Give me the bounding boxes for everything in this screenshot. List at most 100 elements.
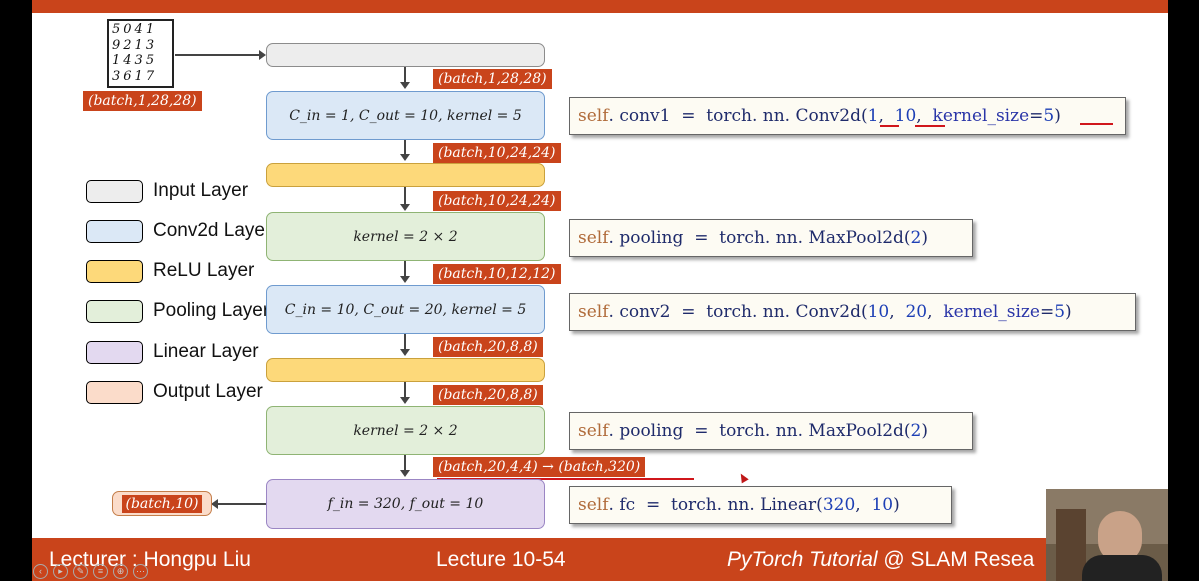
shape-tag: (batch,1,28,28) [433,69,552,89]
legend-label-linear: Linear Layer [153,341,259,362]
play-icon[interactable]: ▸ [53,564,68,579]
shape-tag: (batch,20,8,8) [433,385,543,405]
arrow-line [404,187,406,204]
relu2-layer [266,358,545,382]
input-layer [266,43,545,67]
legend-swatch-conv2d [86,220,143,243]
arrow-down-icon [400,470,410,477]
input-shape-tag: (batch,1,28,28) [83,91,202,111]
arrow-line [218,503,266,505]
arrow-line [404,334,406,349]
code-text: . fc = torch. nn. Linear( [608,495,823,515]
code-arg: 2 [910,228,922,248]
annotation-underline [915,125,945,127]
legend-label-conv2d: Conv2d Layer [153,220,272,241]
code-pool2: self. pooling = torch. nn. MaxPool2d(2) [569,412,973,450]
arrow-left-icon [211,499,218,509]
mnist-digits-image: 5041 9213 1435 3617 [107,19,174,88]
edit-icon[interactable]: ✎ [73,564,88,579]
footer-lecture-number: Lecture 10-54 [436,548,566,571]
legend-label-input: Input Layer [153,180,249,201]
webcam-person-head [1098,511,1142,563]
arrow-down-icon [400,154,410,161]
shape-tag: (batch,20,8,8) [433,337,543,357]
code-arg: 10 [867,302,890,322]
arrow-line [175,54,260,56]
arrow-down-icon [400,82,410,89]
code-arg: 2 [910,421,922,441]
code-pool1: self. pooling = torch. nn. MaxPool2d(2) [569,219,973,257]
legend-label-pooling: Pooling Layer [153,300,270,321]
footer-course: PyTorch Tutorial @ SLAM Resea [727,548,1034,572]
footer-course-title: PyTorch Tutorial [727,548,878,571]
code-kwarg: kernel_size [943,302,1040,322]
code-text: . conv2 = torch. nn. Conv2d( [608,302,868,322]
annotation-underline [1080,123,1113,125]
code-text: . pooling = torch. nn. MaxPool2d( [608,228,911,248]
code-arg: 1 [867,106,879,126]
legend-label-relu: ReLU Layer [153,260,255,281]
digits-row: 1435 [112,53,158,68]
legend-label-output: Output Layer [153,381,263,402]
shape-tag: (batch,10,12,12) [433,264,561,284]
code-arg: 10 [894,106,917,126]
pool1-layer: kernel = 2 × 2 [266,212,545,261]
arrow-down-icon [400,204,410,211]
code-arg: 10 [871,495,894,515]
fc-layer: f_in = 320, f_out = 10 [266,479,545,529]
arrow-line [404,261,406,276]
annotation-underline [880,125,899,127]
arrow-line [404,140,406,154]
code-self: self [578,106,609,126]
code-arg: 5 [1054,302,1066,322]
digits-row: 9213 [112,37,158,53]
annotation-underline [437,478,694,480]
more-icon[interactable]: ⋯ [133,564,148,579]
top-bar [32,0,1168,13]
prev-icon[interactable]: ‹ [33,564,48,579]
arrow-down-icon [400,276,410,283]
legend-swatch-input [86,180,143,203]
footer-course-org: @ SLAM Resea [877,548,1035,571]
menu-icon[interactable]: ≡ [93,564,108,579]
pool2-layer: kernel = 2 × 2 [266,406,545,455]
code-conv2: self. conv2 = torch. nn. Conv2d(10, 20, … [569,293,1136,331]
code-self: self [578,228,609,248]
digits-row: 5041 [112,22,158,37]
arrow-line [404,382,406,397]
code-self: self [578,495,609,515]
webcam-person-body [1082,555,1162,581]
code-text: . pooling = torch. nn. MaxPool2d( [608,421,911,441]
code-self: self [578,421,609,441]
zoom-icon[interactable]: ⊕ [113,564,128,579]
arrow-line [404,455,406,470]
digits-row: 3617 [112,68,158,84]
slide: Input Layer Conv2d Layer ReLU Layer Pool… [32,0,1168,581]
arrow-down-icon [400,397,410,404]
conv1-layer: C_in = 1, C_out = 10, kernel = 5 [266,91,545,140]
arrow-right-icon [259,50,266,60]
shape-tag: (batch,10,24,24) [433,143,561,163]
relu1-layer [266,163,545,187]
webcam-shelf [1056,509,1086,581]
footer-bar [32,538,1168,581]
conv2-layer: C_in = 10, C_out = 20, kernel = 5 [266,285,545,334]
shape-tag: (batch,10,24,24) [433,191,561,211]
code-arg: 20 [905,302,928,322]
shape-tag: (batch,20,4,4) → (batch,320) [433,457,646,477]
legend-swatch-linear [86,341,143,364]
legend-swatch-relu [86,260,143,283]
code-arg: 5 [1043,106,1055,126]
arrow-down-icon [400,349,410,356]
output-shape-tag: (batch,10) [121,494,203,513]
code-fc: self. fc = torch. nn. Linear(320, 10) [569,486,952,524]
code-arg: 320 [822,495,856,515]
output-layer: (batch,10) [112,491,212,516]
webcam-video [1046,489,1168,581]
code-text: . conv1 = torch. nn. Conv2d( [608,106,868,126]
arrow-line [404,67,406,82]
legend-swatch-pooling [86,300,143,323]
legend-swatch-output [86,381,143,404]
code-self: self [578,302,609,322]
player-controls: ‹ ▸ ✎ ≡ ⊕ ⋯ [33,561,168,579]
